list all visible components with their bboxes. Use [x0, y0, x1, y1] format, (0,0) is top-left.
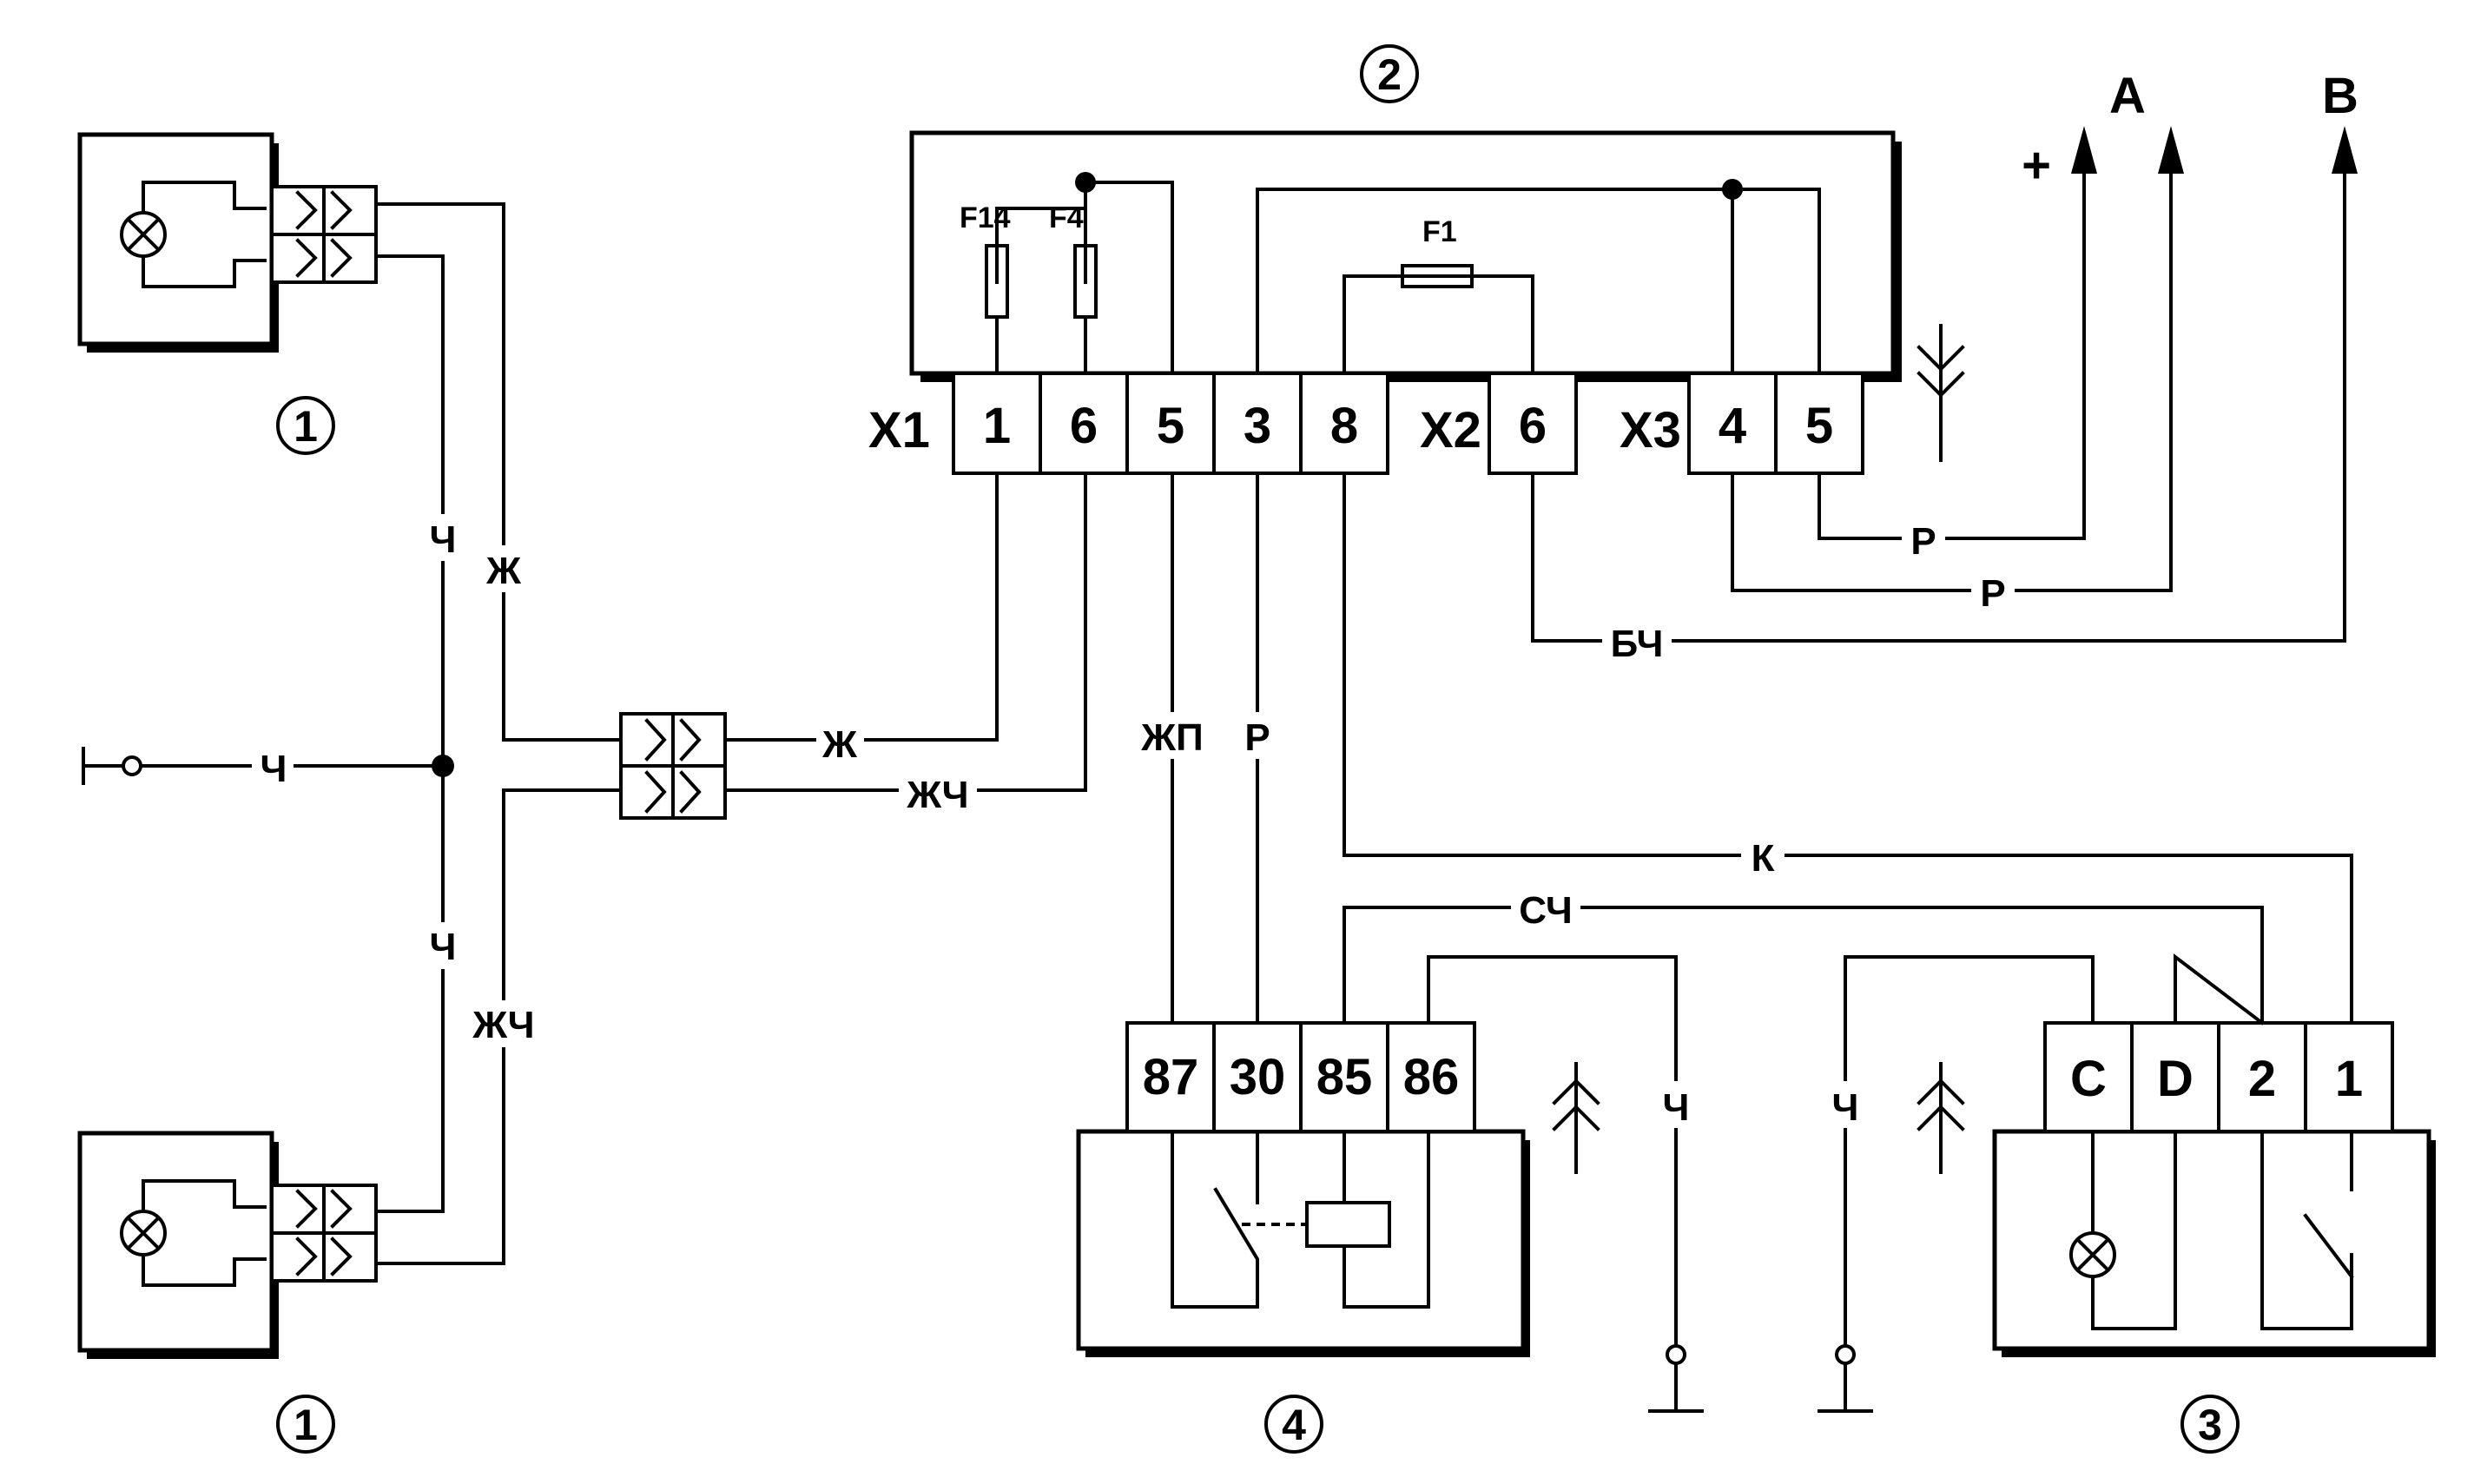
ground-direction-icon: [1552, 1062, 1600, 1174]
x1-pin-label: 6: [1070, 398, 1098, 454]
output-wires: [1531, 126, 2358, 643]
svg-text:СЧ: СЧ: [1519, 889, 1573, 932]
svg-text:БЧ: БЧ: [1611, 623, 1664, 665]
svg-text:3: 3: [2198, 1401, 2222, 1449]
svg-text:Р: Р: [1980, 572, 2005, 615]
svg-text:ЖЧ: ЖЧ: [472, 1004, 534, 1046]
relay-pin-label: 87: [1143, 1049, 1199, 1105]
arrow-up-icon: [2158, 126, 2184, 174]
svg-text:Ч: Ч: [430, 926, 457, 968]
left-harness-wires: [82, 202, 623, 1265]
junction-dot: [432, 755, 454, 777]
svg-text:ЖЧ: ЖЧ: [906, 774, 968, 816]
output-label-b: B: [2322, 68, 2359, 124]
fuse-label-f4: F4: [1049, 201, 1084, 234]
component-number-2: 2: [1360, 44, 1419, 103]
svg-text:Ж: Ж: [821, 723, 857, 766]
connector-icon: [270, 185, 378, 284]
relay: [1076, 1021, 1530, 1357]
x1-pin-label: 8: [1330, 398, 1358, 454]
relay-pin-label: 86: [1403, 1049, 1460, 1105]
relay-pin-label: 85: [1316, 1049, 1373, 1105]
component-number-3: 3: [2180, 1395, 2240, 1454]
output-label-plus: +: [2022, 137, 2051, 194]
switch-pin-label: C: [2070, 1051, 2107, 1107]
component-number-1-top: 1: [276, 396, 335, 455]
arrow-up-icon: [2332, 126, 2358, 174]
connector-label-x1: X1: [868, 402, 930, 458]
x3-pin-label: 5: [1805, 398, 1833, 454]
svg-text:4: 4: [1282, 1401, 1306, 1449]
svg-text:1: 1: [294, 1401, 318, 1449]
fuse-label-f1: F1: [1422, 215, 1457, 248]
fuse-label-f14: F14: [960, 201, 1011, 234]
x1-pin-label: 3: [1244, 398, 1271, 454]
lamp-unit-bottom: [77, 1131, 378, 1359]
junction-dot: [1722, 179, 1743, 200]
svg-text:Р: Р: [1910, 520, 1936, 563]
output-label-a: A: [2109, 68, 2146, 124]
bulb-icon: [120, 211, 167, 258]
ground-direction-icon: [1917, 324, 1965, 462]
svg-text:Ч: Ч: [1663, 1086, 1690, 1129]
switch-pin-label: 1: [2335, 1051, 2363, 1107]
arrow-up-icon: [2071, 126, 2097, 174]
middle-connector-icon: [619, 712, 727, 820]
x1-pin-label: 1: [983, 398, 1011, 454]
x1-down-wires: [723, 472, 2353, 1346]
connector-label-x2: X2: [1420, 402, 1481, 458]
relay-pin-label: 30: [1230, 1049, 1286, 1105]
mounting-block: [909, 130, 1902, 475]
connector-label-x3: X3: [1620, 402, 1681, 458]
x2-pin-label: 6: [1519, 398, 1547, 454]
svg-text:К: К: [1752, 837, 1775, 880]
switch-pin-label: 2: [2248, 1051, 2276, 1107]
svg-text:1: 1: [294, 402, 318, 451]
x1-pin-label: 5: [1157, 398, 1184, 454]
svg-text:2: 2: [1377, 50, 1402, 99]
bulb-icon: [120, 1210, 167, 1256]
svg-text:Ч: Ч: [1832, 1086, 1859, 1129]
lamp-unit-top: [77, 132, 378, 353]
bulb-icon: [2069, 1231, 2116, 1278]
switch-pin-label: D: [2157, 1051, 2194, 1107]
svg-text:Ч: Ч: [430, 518, 457, 561]
wire-labels: Ч Ж Ч Ч ЖЧ Ж ЖЧ ЖП Р Р Р БЧ К СЧ Ч Ч: [252, 514, 2015, 1129]
ground-terminal-icon: [1818, 1344, 1873, 1413]
ground-terminal-icon: [1648, 1344, 1704, 1413]
svg-text:Ж: Ж: [485, 550, 521, 592]
switch-unit: [1992, 953, 2436, 1357]
svg-text:Р: Р: [1244, 716, 1270, 759]
junction-dot: [1075, 172, 1096, 193]
svg-text:Ч: Ч: [261, 748, 287, 790]
component-number-1-bottom: 1: [276, 1395, 335, 1454]
component-number-4: 4: [1264, 1395, 1323, 1454]
connector-icon: [270, 1184, 378, 1283]
ground-direction-icon: [1917, 1062, 1965, 1174]
x3-pin-label: 4: [1719, 398, 1746, 454]
svg-text:ЖП: ЖП: [1140, 716, 1203, 759]
